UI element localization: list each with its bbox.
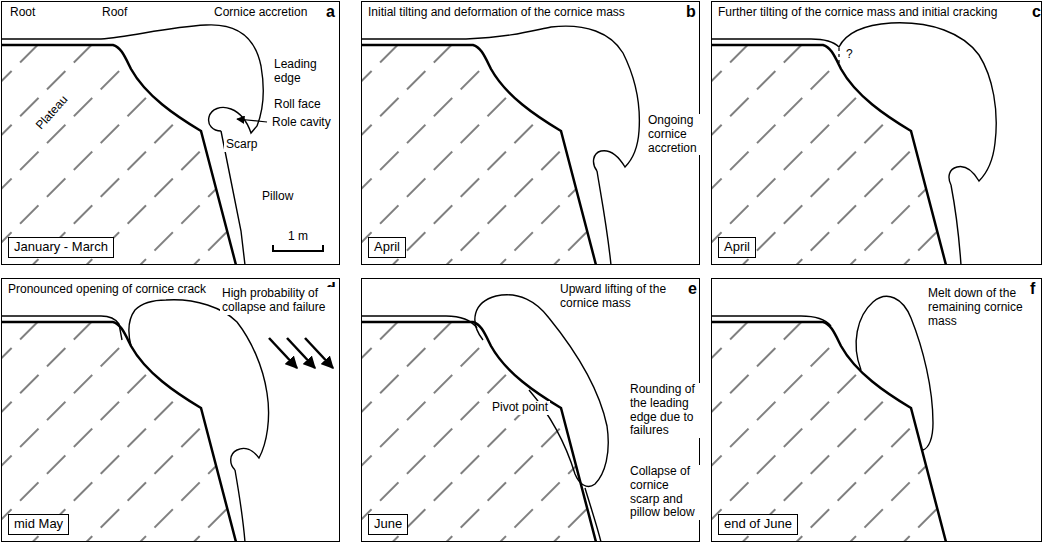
part-label: Pillow	[260, 190, 295, 204]
date-box: April	[718, 237, 756, 258]
part-label: Roll face	[272, 98, 323, 112]
plateau-hatch	[711, 322, 946, 542]
stage-panel: June Upward lifting of the cornice masseP…	[361, 278, 700, 542]
scale-label: 1 m	[286, 230, 310, 244]
panel-e-drawing	[361, 295, 608, 542]
plateau-surface	[361, 45, 596, 265]
date-box: end of June	[718, 514, 798, 535]
pillow-outline	[235, 470, 245, 542]
cornice-outline	[856, 296, 933, 450]
stage-panel: April Further tilting of the cornice mass…	[711, 1, 1042, 265]
plateau-hatch	[361, 45, 596, 265]
plateau-surface	[711, 45, 946, 265]
stage-note: Melt down of the remaining cornice mass	[926, 287, 1026, 328]
stage-panel: January - March Root Roof Cornice accretion…	[1, 1, 340, 265]
snow-surface	[361, 316, 477, 328]
panel-f-drawing	[711, 296, 946, 542]
date-box: January - March	[8, 237, 114, 258]
plateau-hatch	[711, 45, 946, 265]
date-label: April	[374, 240, 400, 255]
part-label: Root	[8, 6, 37, 20]
cornice-outline	[711, 23, 996, 185]
stage-panel: end of June Melt down of the remaining co…	[711, 278, 1042, 542]
plateau-surface	[1, 322, 236, 542]
stage-note: Rounding of the leading edge due to fail…	[628, 383, 702, 438]
failure-arrow	[305, 338, 333, 368]
date-box: June	[368, 514, 408, 535]
panel-d-drawing	[1, 300, 333, 542]
panel-letter: f	[1028, 280, 1037, 298]
stage-panel: April Initial tilting and deformation of …	[361, 1, 700, 265]
stage-note: Cornice accretion	[212, 6, 309, 20]
plateau-hatch	[1, 322, 236, 542]
plateau-hatch	[361, 322, 596, 542]
stage-note: High probability of collapse and failure	[220, 287, 336, 315]
part-label: Scarp	[224, 138, 259, 152]
scale-bar	[273, 245, 323, 251]
panel-letter: c	[1030, 3, 1043, 21]
panel-letter: b	[684, 3, 698, 21]
plateau-surface	[1, 45, 236, 265]
plateau-surface	[711, 322, 946, 542]
pillow-outline	[597, 171, 611, 265]
stage-note: Pronounced opening of cornice crack	[6, 283, 208, 297]
panel-b-drawing	[361, 26, 639, 265]
date-label: end of June	[724, 517, 792, 532]
panel-letter: e	[686, 280, 699, 298]
date-label: mid May	[14, 517, 63, 532]
plateau-hatch	[1, 45, 236, 265]
snow-surface	[1, 316, 122, 340]
date-label: April	[724, 240, 750, 255]
panel-letter: a	[324, 3, 337, 21]
part-label: Pivot point	[490, 401, 550, 415]
date-label: January - March	[14, 240, 108, 255]
leader-arrow	[237, 119, 267, 122]
crack-line	[838, 48, 839, 65]
pillow-outline	[951, 185, 961, 265]
cornice-outline	[475, 295, 608, 487]
stage-note: Initial tilting and deformation of the c…	[366, 6, 627, 20]
part-label: Roof	[100, 6, 129, 20]
date-box: mid May	[8, 514, 69, 535]
date-box: April	[368, 237, 406, 258]
terrain-label: Plateau	[32, 92, 72, 134]
snow-surface	[711, 316, 831, 326]
stage-note: Collapse of cornice scarp and pillow bel…	[628, 465, 702, 520]
stage-panel: mid May Pronounced opening of cornice cra…	[1, 278, 340, 542]
stage-note: Upward lifting of the cornice mass	[558, 283, 686, 311]
pillow-outline	[585, 488, 601, 542]
panel-c-drawing	[711, 23, 996, 265]
cornice-outline	[361, 26, 639, 171]
part-label: Leading edge	[272, 58, 328, 86]
stage-note: Further tilting of the cornice mass and …	[716, 6, 999, 20]
date-label: June	[374, 517, 402, 532]
plateau-surface	[361, 322, 596, 542]
stage-note: Ongoing cornice accretion	[646, 114, 702, 155]
cornice-outline	[129, 300, 269, 470]
crack-query: ?	[844, 48, 855, 62]
part-label: Role cavity	[270, 116, 333, 130]
